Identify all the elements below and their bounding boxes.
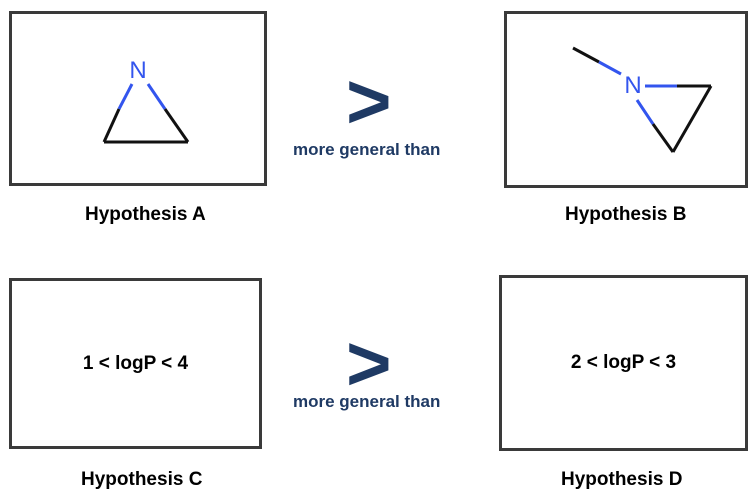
- nitrogen-atom-label: N: [129, 57, 146, 84]
- hypothesis-b-caption: Hypothesis B: [565, 204, 687, 225]
- hypothesis-a-caption: Hypothesis A: [85, 204, 206, 225]
- relation-label: more general than: [293, 392, 441, 411]
- bond-c1-c2: [671, 85, 713, 153]
- greater-than-symbol: >: [346, 319, 392, 407]
- hypothesis-a-box: N: [9, 11, 267, 186]
- bond-n-c1-c-half: [102, 108, 121, 143]
- nitrogen-atom-label: N: [624, 72, 641, 99]
- bond-n-c2-n-half: [146, 83, 167, 110]
- greater-than-symbol: >: [346, 57, 392, 145]
- hypothesis-b-box: N: [504, 11, 748, 188]
- bond-n-c1-n-half: [117, 83, 134, 110]
- hypothesis-c-caption: Hypothesis C: [81, 469, 203, 490]
- bond-n-c2-c-half: [651, 123, 675, 153]
- bond-methyl-n-n-half: [598, 60, 622, 76]
- n-methylaziridine-structure: N: [572, 46, 713, 153]
- aziridine-structure: N: [102, 57, 190, 144]
- bond-n-c2-c-half: [163, 108, 190, 143]
- hypothesis-d-condition: 2 < logP < 3: [570, 352, 677, 373]
- relation-label: more general than: [293, 140, 441, 159]
- hypothesis-c-condition: 1 < logP < 4: [82, 352, 189, 374]
- hypothesis-d-caption: Hypothesis D: [561, 469, 683, 490]
- hypothesis-c-box: 1 < logP < 4: [9, 278, 262, 449]
- hypothesis-d-box: 2 < logP < 3: [499, 275, 748, 451]
- bond-methyl-n-c-half: [572, 46, 600, 64]
- bond-n-c2-n-half: [635, 99, 655, 125]
